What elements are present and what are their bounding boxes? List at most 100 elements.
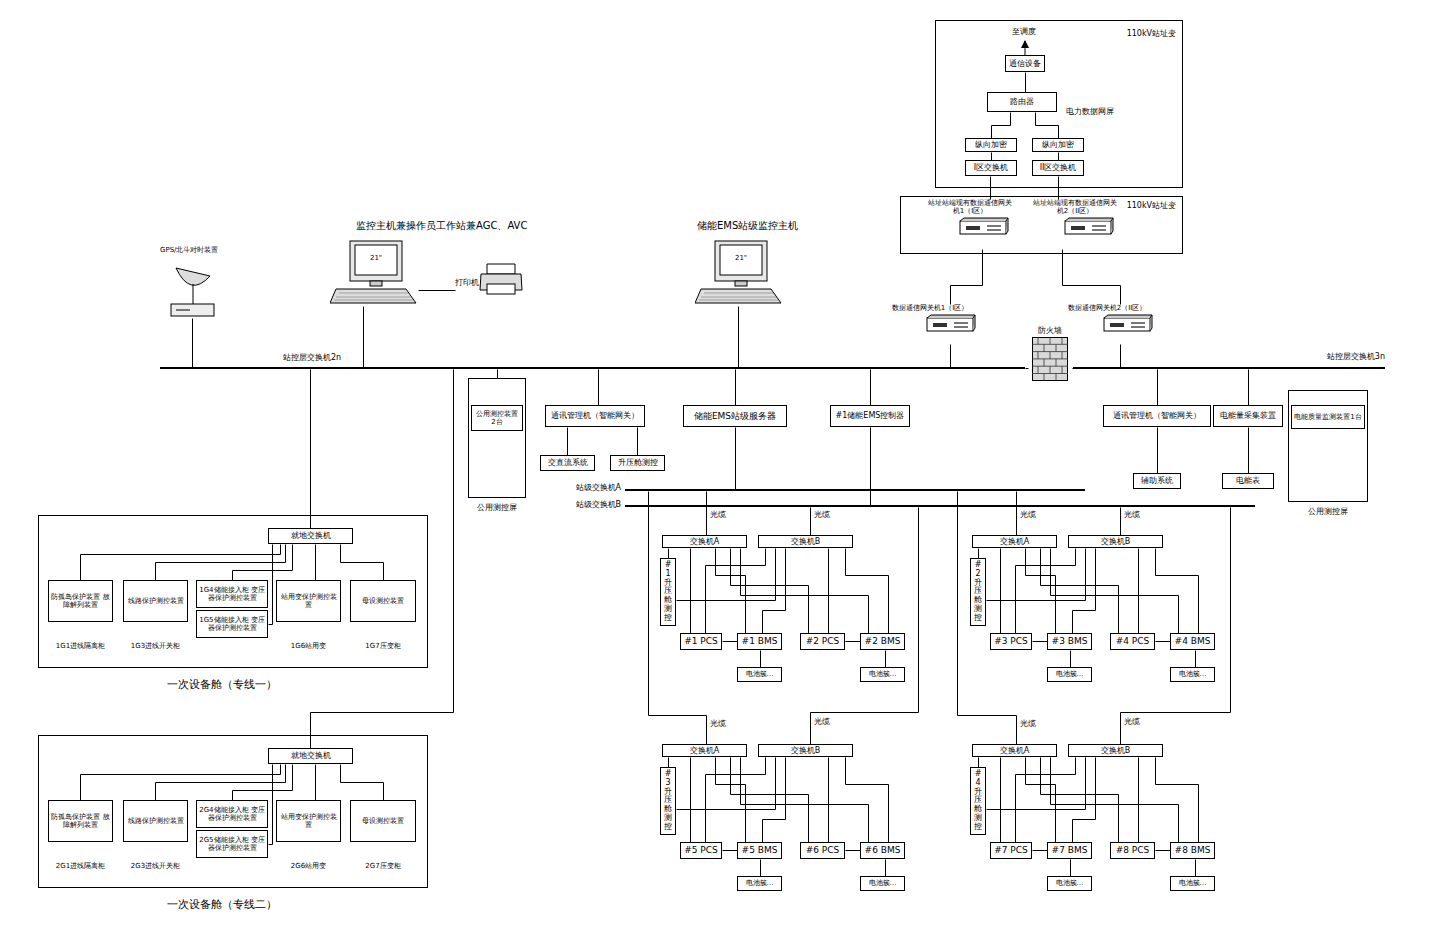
network-link [649,492,707,745]
node-text: 防孤岛保护装置 故障解列装置 [51,593,110,609]
vertical-box: #1升压舱测控 [660,558,676,626]
node-text: 纵向加密 [975,140,1007,149]
node-text: 电池簇… [1056,879,1084,887]
network-link [341,765,384,801]
node-text: 线路保护测控装置 [128,817,184,825]
network-link [706,758,766,843]
label-text: 2G6站用变 [276,862,341,870]
device-box: 纵向加密 [1032,138,1084,152]
node-text: #6 BMS [865,845,901,855]
device-box: 电池簇… [860,876,905,891]
icon-drawing [170,262,215,318]
icon-drawing [1064,217,1114,235]
network-link [1036,113,1059,139]
network-link [741,549,869,634]
icon-drawing [959,217,1009,235]
node-text: #5 PCS [684,845,718,855]
label-text: 1G7压变柜 [350,642,416,650]
node-text: 电池簇… [869,670,897,678]
network-link [233,765,293,801]
network-link [828,549,829,634]
network-link [315,545,316,581]
device-box: 电池簇… [1170,667,1215,682]
device-box: 就地交换机 [268,528,353,544]
node-text: 交换机A [690,746,719,755]
node-text: 一次设备舱（专线二） [167,899,277,912]
cable-label: 光缆 [710,719,718,728]
network-link [668,549,669,559]
network-link [1073,758,1096,843]
device-box: 防孤岛保护装置 故障解列装置 [48,580,113,622]
device-box: 交换机B [758,744,853,757]
icon-drawing [1103,314,1153,332]
node-text: 防孤岛保护装置 故障解列装置 [51,813,110,829]
network-link [870,370,871,406]
device-box: 通讯管理机（智能网关） [545,405,645,427]
network-link [567,428,568,456]
device-box: II区交换机 [1032,160,1084,176]
network-link [1000,549,1001,634]
vertical-box: #3升压舱测控 [660,767,676,835]
device-box: 电池簇… [1047,876,1092,891]
network-link [1041,758,1119,843]
device-box: #1 PCS [680,633,722,650]
equipment-icon: GPS/北斗对时装置 [170,262,215,318]
node-text: 110kV站址变 [1127,201,1176,210]
network-link [315,765,316,801]
node-text: 储能EMS站级服务器 [694,411,776,421]
network-link [1033,641,1048,642]
node-text: #3 PCS [994,636,1028,646]
device-box: 通讯管理机（智能网关） [1103,405,1211,427]
node-text: 一次设备舱（专线一） [167,679,277,692]
network-link [1041,549,1119,634]
node-text: 站用变保护测控装置 [279,813,338,829]
region-frame: 110kV站址变电力数据网屏通信设备路由器纵向加密纵向加密I区交换机II区交换机 [935,20,1183,188]
device-box: 线路保护测控装置 [123,580,188,622]
equipment-icon: 监控主机兼操作员工作站兼AGC、AVC [330,240,418,306]
network-link [950,345,951,368]
node-text: 站级交换机B [576,500,622,509]
device-box: 交换机B [758,535,853,548]
network-link [1156,641,1171,642]
region-frame: 110kV站址变站址站端现有数据通信网关机1（I区）站址站端现有数据通信网关机2… [900,196,1183,254]
node-text: 就地交换机 [291,531,331,540]
label-text: 2G3进线开关柜 [123,862,188,870]
network-link [1070,651,1071,668]
network-link [419,290,456,291]
node-text: #3 BMS [1052,636,1088,646]
device-box: #4 PCS [1110,633,1155,650]
network-link [760,860,761,877]
equipment-icon: 数据通信网关机2（II区） [1055,304,1159,344]
device-box: 站用变保护测控装置 [276,800,341,842]
node-text: 电能量采集装置 [1220,411,1276,420]
bus-line: 站级交换机B [625,505,1255,507]
node-text: #1升压舱测控 [664,561,672,623]
network-link [690,758,691,843]
device-box: #5 BMS [737,842,782,859]
node-text: #1储能EMS控制器 [836,411,905,420]
device-box: 路由器 [987,92,1057,112]
device-box: 站用变保护测控装置 [276,580,341,622]
device-box: 储能EMS站级服务器 [683,405,787,427]
node-text: 线路保护测控装置 [128,597,184,605]
node-text: 交换机B [791,746,821,755]
bus-line: 站控层交换机3n [1073,367,1385,369]
node-text: 数据通信网关机2（II区） [1055,304,1159,312]
node-text: 电池簇… [1056,670,1084,678]
network-link [846,758,889,843]
network-link [846,549,889,634]
node-text: 升压舱测控 [618,458,658,467]
node-text: #2 BMS [865,636,901,646]
network-link [735,428,736,490]
network-link [1033,850,1048,851]
network-link [706,492,707,536]
node-text: #2升压舱测控 [974,561,982,623]
node-text: 电能质量监测装置1台 [1294,413,1361,421]
device-box: 电池簇… [737,667,782,682]
network-link [723,641,738,642]
device-box: 交换机A [972,535,1057,548]
network-link [846,641,861,642]
device-box: 通信设备 [1005,55,1045,72]
node-text: 电池簇… [746,670,774,678]
network-link [763,758,786,843]
